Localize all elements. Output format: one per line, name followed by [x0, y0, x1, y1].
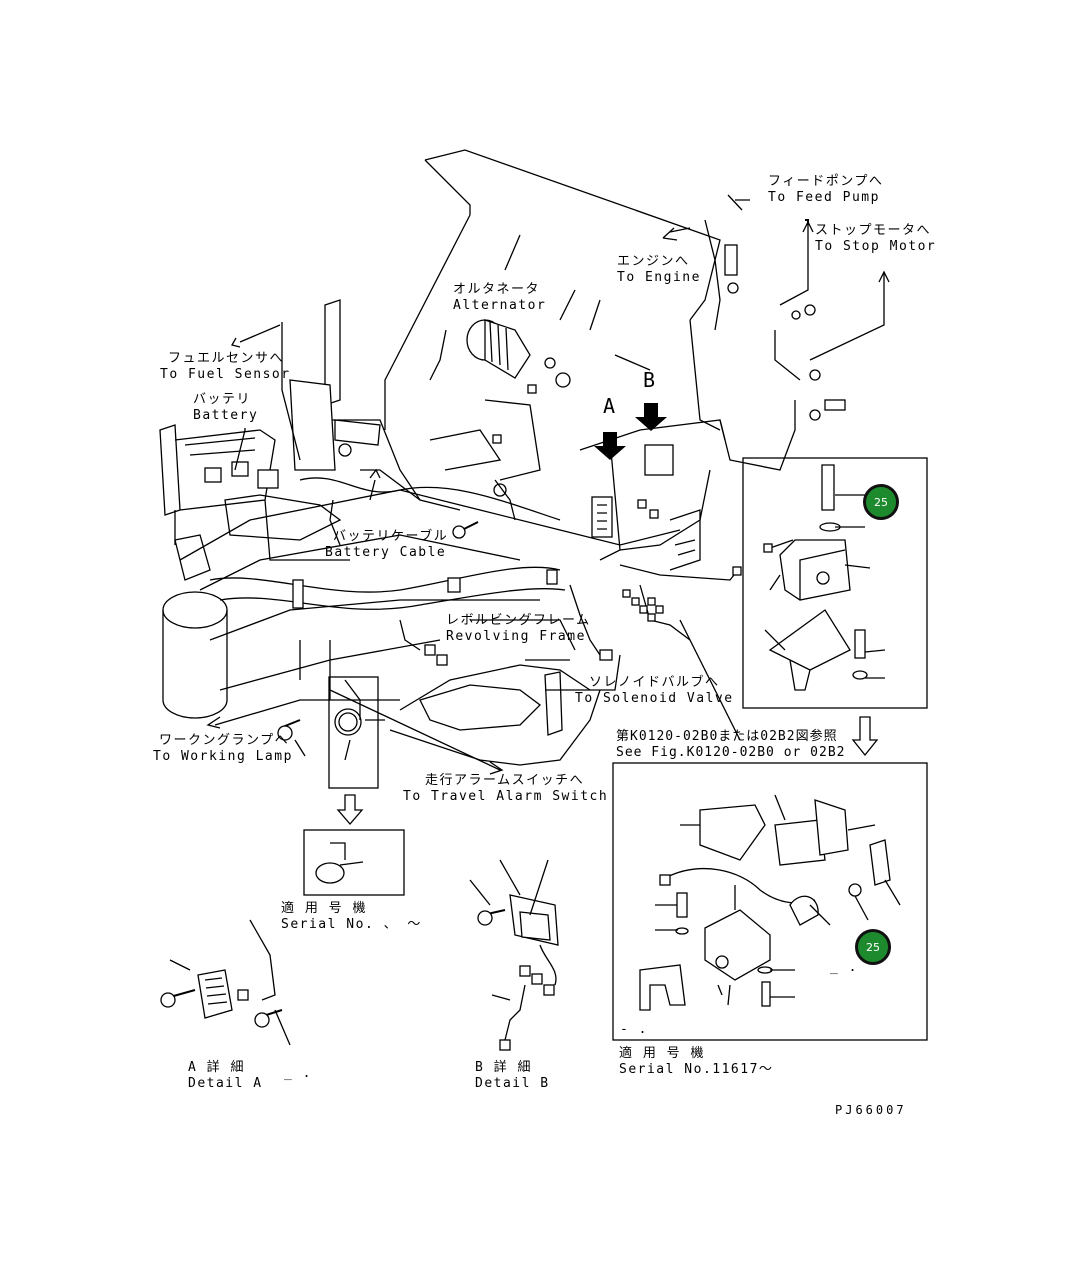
label-alternator-jp: オルタネータ — [453, 282, 541, 297]
label-revolving-frame: レボルビングフレーム Revolving Frame — [446, 613, 591, 645]
detail-box-upper — [742, 457, 928, 709]
label-solenoid-valve: ソレノイドバルブへ To Solenoid Valve — [575, 675, 734, 707]
label-serial-2: 適 用 号 機 Serial No.11617～ — [619, 1046, 773, 1078]
label-mark-1: _ . — [830, 960, 858, 975]
label-revolving-frame-jp: レボルビングフレーム — [446, 613, 591, 628]
label-detail-a: A 詳 細 Detail A — [188, 1060, 263, 1092]
label-battery-cable-jp: バッテリケーブル — [333, 529, 449, 544]
label-battery: バッテリ Battery — [193, 392, 258, 424]
label-see-fig-jp: 第K0120-02B0または02B2図参照 — [616, 729, 838, 744]
label-working-lamp-en: To Working Lamp — [153, 749, 293, 764]
label-travel-alarm: 走行アラームスイッチへ To Travel Alarm Switch — [403, 773, 608, 805]
label-fuel-sensor-en: To Fuel Sensor — [160, 367, 291, 382]
label-battery-jp: バッテリ — [193, 392, 252, 407]
detail-a-drawing — [160, 919, 291, 1046]
label-mark-2: - . — [620, 1022, 648, 1037]
label-stop-motor: ストップモータへ To Stop Motor — [815, 223, 936, 255]
revolving-frame — [179, 299, 681, 766]
label-detail-b-en: Detail B — [475, 1076, 550, 1091]
leader-lines — [206, 322, 741, 775]
label-stop-motor-en: To Stop Motor — [815, 239, 937, 254]
label-see-fig: 第K0120-02B0または02B2図参照 See Fig.K0120-02B0… — [616, 729, 846, 761]
main-harness — [209, 384, 742, 666]
label-solenoid-valve-jp: ソレノイドバルブへ — [589, 675, 720, 690]
label-battery-cable-en: Battery Cable — [325, 545, 447, 560]
label-arrow-b: B — [643, 368, 656, 392]
doc-code: PJ66007 — [835, 1103, 907, 1117]
label-detail-a-jp: A 詳 細 — [188, 1060, 245, 1075]
engine-harness-right — [662, 194, 890, 471]
label-serial-2-jp: 適 用 号 機 — [619, 1046, 705, 1061]
alternator-drawing — [466, 319, 571, 388]
detail-arrows — [594, 403, 667, 460]
label-serial-1-jp: 適 用 号 機 — [281, 901, 367, 916]
label-travel-alarm-jp: 走行アラームスイッチへ — [425, 773, 585, 788]
label-engine: エンジンへ To Engine — [617, 254, 701, 286]
label-detail-b-jp: B 詳 細 — [475, 1060, 532, 1075]
label-see-fig-en: See Fig.K0120-02B0 or 02B2 — [616, 745, 846, 760]
label-solenoid-valve-en: To Solenoid Valve — [575, 691, 734, 706]
label-detail-a-suffix: _ . — [284, 1066, 312, 1081]
reference-badge-2[interactable]: 25 — [855, 929, 891, 965]
travel-alarm-detail — [277, 676, 405, 896]
label-fuel-sensor: フュエルセンサへ To Fuel Sensor — [160, 351, 291, 383]
label-feed-pump-jp: フィードポンプへ — [768, 174, 884, 189]
label-feed-pump: フィードポンプへ To Feed Pump — [768, 174, 883, 206]
label-detail-a-en: Detail A — [188, 1076, 263, 1091]
detail-b-drawing — [469, 859, 559, 1051]
label-revolving-frame-en: Revolving Frame — [446, 629, 586, 644]
battery-assembly — [159, 424, 350, 581]
label-engine-jp: エンジンへ — [617, 254, 690, 269]
label-serial-1: 適 用 号 機 Serial No. 、 ～ — [281, 901, 422, 933]
label-detail-b: B 詳 細 Detail B — [475, 1060, 550, 1092]
control-box — [452, 419, 726, 622]
label-fuel-sensor-jp: フュエルセンサへ — [168, 351, 285, 366]
hollow-arrow-right — [851, 716, 879, 757]
label-serial-2-en: Serial No.11617～ — [619, 1062, 774, 1077]
label-engine-en: To Engine — [617, 270, 701, 285]
label-arrow-a: A — [603, 394, 616, 418]
label-alternator: オルタネータ Alternator — [453, 282, 546, 314]
label-battery-en: Battery — [193, 408, 259, 423]
label-working-lamp: ワークングランプへ To Working Lamp — [153, 733, 293, 765]
reference-badge-1[interactable]: 25 — [863, 484, 899, 520]
label-stop-motor-jp: ストップモータへ — [815, 223, 932, 238]
detail-box-lower — [612, 762, 928, 1041]
engine-hood — [384, 149, 721, 431]
label-working-lamp-jp: ワークングランプへ — [159, 733, 290, 748]
label-travel-alarm-en: To Travel Alarm Switch — [403, 789, 609, 804]
label-serial-1-en: Serial No. 、 ～ — [281, 917, 422, 932]
label-alternator-en: Alternator — [453, 298, 547, 313]
label-battery-cable: バッテリケーブル Battery Cable — [325, 529, 448, 561]
fuel-tank — [162, 591, 228, 719]
label-feed-pump-en: To Feed Pump — [768, 190, 880, 205]
